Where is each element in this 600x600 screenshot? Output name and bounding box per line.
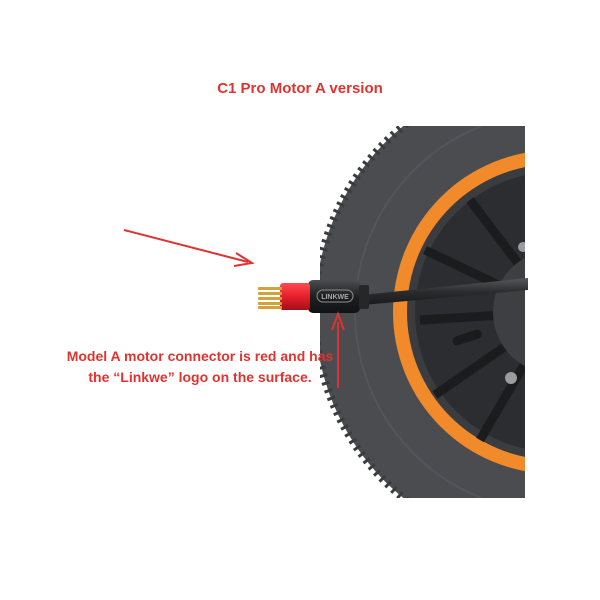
callout-line-1: Model A motor connector is red and has — [66, 348, 334, 364]
valve-stem — [452, 329, 482, 346]
connector-callout: Model A motor connector is red and has t… — [40, 346, 360, 388]
arrow-to-logo-head — [331, 311, 345, 331]
connector-body — [308, 280, 360, 313]
arrow-to-connector-head — [233, 252, 255, 267]
hub-bolt — [505, 372, 517, 384]
connector-red-ring — [280, 283, 310, 310]
arrow-to-connector — [123, 229, 249, 263]
callout-line-2: the “Linkwe” logo on the surface. — [88, 369, 312, 385]
hub-bolt — [518, 242, 525, 252]
connector-collar — [359, 285, 369, 309]
motor-connector: LINKWE — [258, 280, 369, 313]
linkwe-logo: LINKWE — [321, 294, 349, 301]
connector-pins — [258, 287, 282, 309]
page-title: C1 Pro Motor A version — [217, 80, 383, 97]
motor-cable — [352, 278, 528, 306]
annotation-arrows — [123, 229, 345, 388]
logo-badge — [316, 289, 354, 303]
wheel-spokes — [419, 197, 525, 443]
